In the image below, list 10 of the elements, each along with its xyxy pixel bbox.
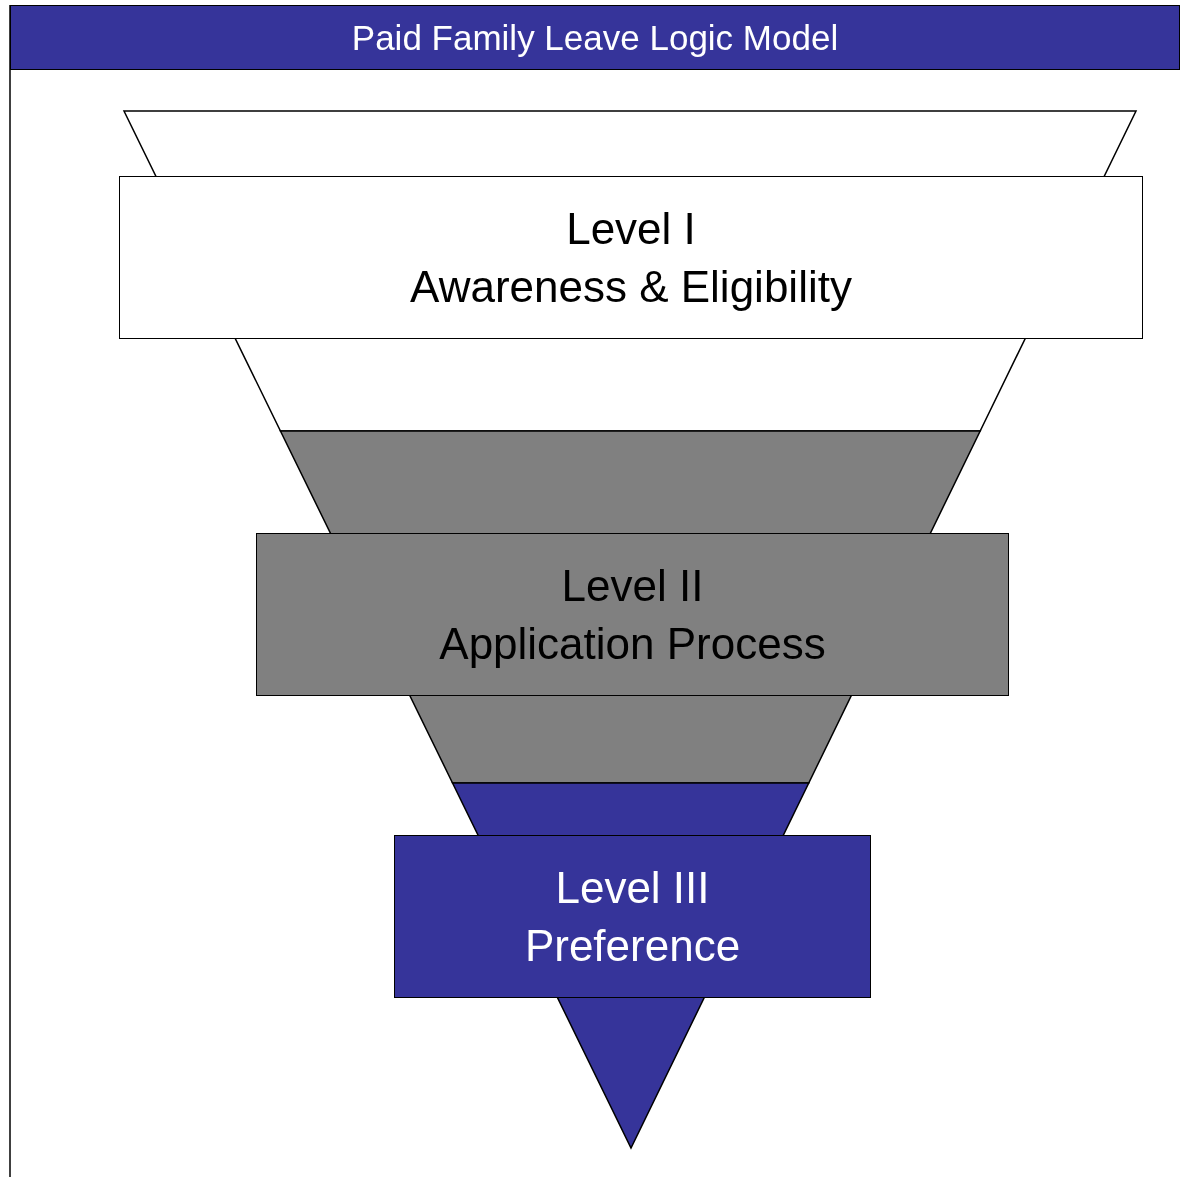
level-heading: Level II xyxy=(561,559,704,612)
level-box xyxy=(394,835,871,998)
level-box xyxy=(119,176,1143,339)
title-bar: Paid Family Leave Logic Model xyxy=(10,5,1180,70)
level-heading: Level III xyxy=(555,861,710,914)
level-heading: Level I xyxy=(566,202,696,255)
level-description: Preference xyxy=(524,919,741,972)
level-description: Application Process xyxy=(439,617,826,670)
level-box xyxy=(256,533,1009,696)
level-description: Awareness & Eligibility xyxy=(410,260,852,313)
